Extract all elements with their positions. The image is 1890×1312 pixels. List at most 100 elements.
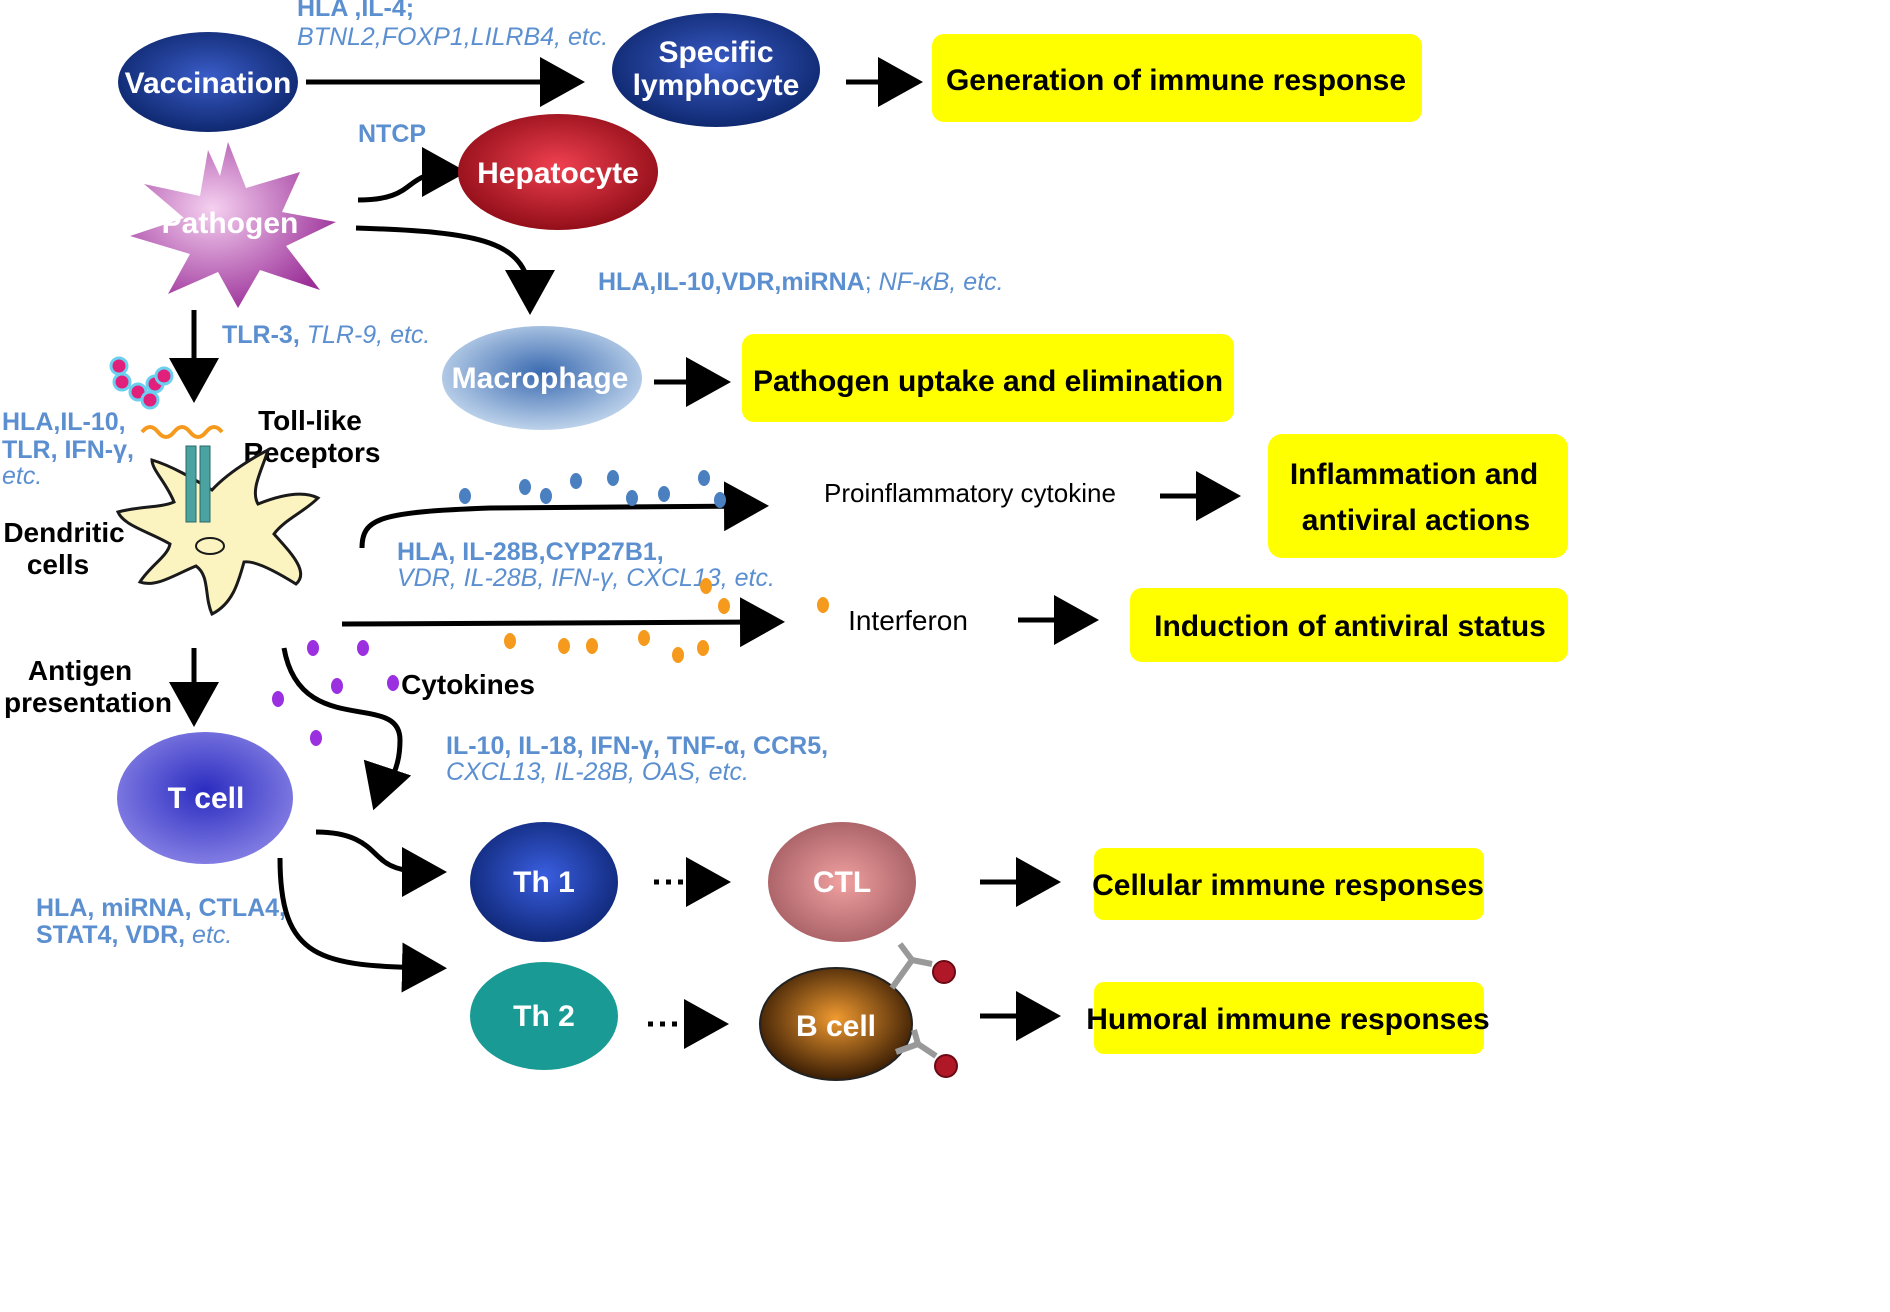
vaccination-genes-italic: BTNL2,FOXP1,LILRB4, etc. [297, 23, 608, 51]
outcome-inflammation-label-1: Inflammation and [1290, 458, 1538, 491]
interferon-dots [504, 578, 829, 663]
outcome-immune-response-label: Generation of immune response [946, 64, 1406, 97]
specific-lymphocyte-cell: Specific lymphocyte [612, 13, 820, 127]
interferon-dot [558, 638, 570, 654]
interferon-dot [672, 647, 684, 663]
specific-lymphocyte-label-2: lymphocyte [633, 69, 800, 102]
t-cell-label: T cell [168, 782, 245, 815]
cytokine-purple-dot [387, 675, 399, 691]
vaccination-cell: Vaccination [118, 32, 298, 132]
interferon-dot [504, 633, 516, 649]
cytokine-dot [607, 470, 619, 486]
outcome-pathogen-uptake: Pathogen uptake and elimination [742, 334, 1234, 422]
th2-label: Th 2 [513, 1000, 575, 1033]
interferon-dot [638, 630, 650, 646]
macrophage-cell: Macrophage [442, 326, 642, 430]
outcome-humoral-label: Humoral immune responses [1086, 1003, 1489, 1036]
th1-label: Th 1 [513, 866, 575, 899]
cytokine-purple-dot [307, 640, 319, 656]
th2-cell: Th 2 [470, 962, 618, 1070]
cytokine-dot [714, 492, 726, 508]
interferon-dot [700, 578, 712, 594]
cytokine-dot [626, 490, 638, 506]
arrow-pathogen-to-macrophage [355, 225, 555, 315]
cytokines-label: Cytokines [401, 669, 535, 700]
antigen-label-2: presentation [4, 687, 172, 718]
dc-genes-line2: TLR, IFN-γ, [2, 436, 134, 464]
arrow-dendritic-to-proinflammatory [359, 481, 769, 549]
pathogen-label: Pathogen [162, 207, 299, 240]
cytokine-dot [540, 488, 552, 504]
ctl-label: CTL [813, 866, 871, 899]
pathogen-particle [140, 390, 160, 410]
outcome-cellular: Cellular immune responses [1092, 848, 1484, 920]
outcome-inflammation-label-2: antiviral actions [1302, 504, 1530, 537]
cytokine-dots [272, 640, 399, 746]
cytokine-dot [698, 470, 710, 486]
pathogen-particles [109, 356, 174, 410]
tcell-genes-line2: STAT4, VDR, etc. [36, 921, 232, 949]
cytokine-purple-dot [357, 640, 369, 656]
th1-cell: Th 1 [470, 822, 618, 942]
arrow-dendritic-to-interferon [341, 597, 785, 648]
proinflammatory-dots [459, 470, 726, 508]
tcell-genes-line1: HLA, miRNA, CTLA4, [36, 894, 286, 922]
arrow-pathogen-to-hepatocyte [357, 147, 467, 203]
outcome-pathogen-uptake-label: Pathogen uptake and elimination [753, 365, 1223, 398]
th-genes-italic: CXCL13, IL-28B, OAS, etc. [446, 758, 749, 786]
cytokine-dot [519, 479, 531, 495]
interferon-label: Interferon [848, 605, 968, 636]
tlr-genes: TLR-3, TLR-9, etc. [222, 321, 430, 349]
proinflammatory-label: Proinflammatory cytokine [824, 478, 1116, 508]
cytokine-genes-italic: VDR, IL-28B, IFN-γ, CXCL13, etc. [397, 564, 775, 592]
toll-like-label-1: Toll-like [258, 405, 362, 436]
cytokine-dot [570, 473, 582, 489]
outcome-cellular-label: Cellular immune responses [1092, 869, 1484, 902]
specific-lymphocyte-label-1: Specific [658, 36, 773, 69]
outcome-immune-response: Generation of immune response [932, 34, 1422, 122]
hepatocyte-label: Hepatocyte [477, 157, 639, 190]
ntcp-gene: NTCP [358, 120, 426, 148]
dc-genes-line3: etc. [2, 462, 42, 490]
cytokine-dot [658, 486, 670, 502]
ctl-cell: CTL [768, 822, 916, 942]
outcome-antiviral-status: Induction of antiviral status [1130, 588, 1568, 662]
hepatocyte-cell: Hepatocyte [458, 114, 658, 230]
antibody-icon [889, 942, 938, 1059]
b-cell: B cell [759, 967, 913, 1081]
pathogen-particle [154, 366, 174, 386]
tlr-ligand-icon [140, 425, 224, 439]
antigen-particles [932, 960, 958, 1078]
cytokine-dot [459, 488, 471, 504]
cytokine-purple-dot [331, 678, 343, 694]
vaccination-genes-bold: HLA ,IL-4; [297, 0, 414, 22]
outcome-inflammation: Inflammation and antiviral actions [1268, 434, 1568, 558]
interferon-dot [718, 598, 730, 614]
antigen-label-1: Antigen [28, 655, 132, 686]
dendritic-label-2: cells [27, 549, 89, 580]
arrow-tcell-to-th1 [315, 829, 447, 897]
cytokine-purple-dot [310, 730, 322, 746]
pathogen-cell: Pathogen [130, 142, 336, 308]
t-cell: T cell [117, 732, 293, 864]
interferon-dot [817, 597, 829, 613]
th-genes-bold: IL-10, IL-18, IFN-γ, TNF-α, CCR5, [446, 732, 828, 760]
macrophage-label: Macrophage [452, 362, 629, 395]
dendritic-label-1: Dendritic [3, 517, 124, 548]
arrow-tcell-to-th2 [277, 857, 447, 993]
vaccination-label: Vaccination [125, 67, 292, 100]
macrophage-genes: HLA,IL-10,VDR,miRNA; NF-κB, etc. [598, 268, 1004, 296]
outcome-antiviral-status-label: Induction of antiviral status [1154, 610, 1546, 643]
b-cell-label: B cell [796, 1010, 876, 1043]
cytokine-purple-dot [272, 691, 284, 707]
dendritic-cell-icon [115, 445, 321, 617]
dc-genes-line1: HLA,IL-10, [2, 408, 126, 436]
cytokine-genes-bold: HLA, IL-28B,CYP27B1, [397, 538, 664, 566]
pathogen-particle [112, 372, 132, 392]
outcome-humoral: Humoral immune responses [1086, 982, 1490, 1054]
arrow-cytokines-to-th [281, 647, 412, 811]
pathogen-particle [109, 356, 129, 376]
interferon-dot [697, 640, 709, 656]
interferon-dot [586, 638, 598, 654]
